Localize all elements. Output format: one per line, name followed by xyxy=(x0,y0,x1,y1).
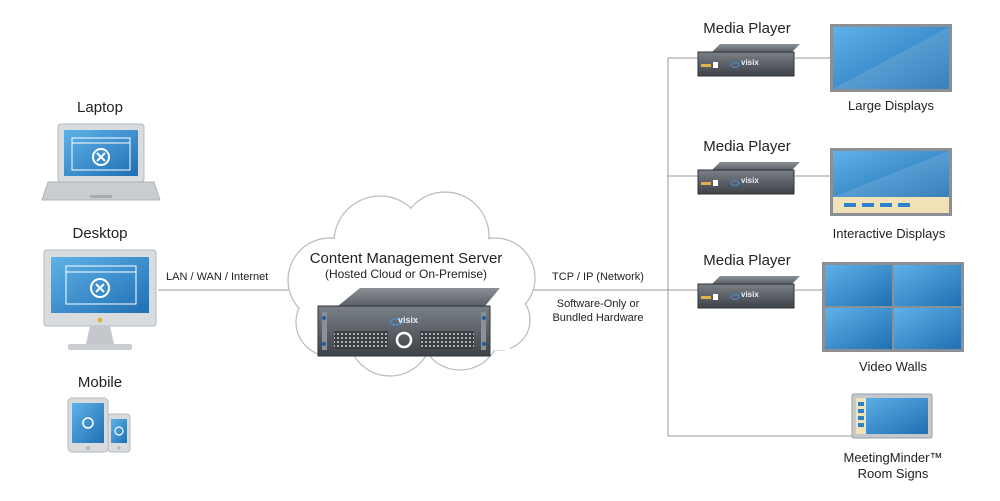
large-displays-label: Large Displays xyxy=(848,98,934,113)
video-wall-icon xyxy=(822,262,964,352)
room-sign-icon xyxy=(851,393,933,439)
media-player-3-label: Media Player xyxy=(703,252,791,269)
media-player-2-label: Media Player xyxy=(703,138,791,155)
bundled-hardware-label: Bundled Hardware xyxy=(552,312,644,324)
desktop-icon xyxy=(43,249,157,350)
mobile-devices-icon xyxy=(67,397,131,453)
laptop-icon xyxy=(41,123,161,201)
tcp-ip-label: TCP / IP (Network) xyxy=(552,271,644,283)
media-player-1-brand: visix xyxy=(741,58,759,67)
server-title: Content Management Server xyxy=(309,250,503,267)
media-player-1 xyxy=(697,44,800,77)
video-walls-label: Video Walls xyxy=(859,359,927,374)
connection-lines xyxy=(158,57,852,437)
media-player-2 xyxy=(697,162,800,195)
room-signs-label: Room Signs xyxy=(857,466,929,481)
meetingminder-label: MeetingMinder™ xyxy=(843,450,943,465)
lan-wan-label: LAN / WAN / Internet xyxy=(166,271,269,283)
large-display-icon xyxy=(830,24,952,92)
media-player-3 xyxy=(697,276,800,309)
media-player-2-brand: visix xyxy=(741,176,759,185)
server-brand-logo: visix xyxy=(398,315,419,325)
server-appliance xyxy=(317,288,500,357)
software-only-label: Software-Only or xyxy=(556,298,640,310)
server-subtitle: (Hosted Cloud or On-Premise) xyxy=(324,267,488,281)
interactive-displays-label: Interactive Displays xyxy=(832,226,946,241)
mobile-label: Mobile xyxy=(77,374,123,391)
interactive-display-icon xyxy=(830,148,952,216)
laptop-label: Laptop xyxy=(77,99,123,116)
media-player-1-label: Media Player xyxy=(703,20,791,37)
media-player-3-brand: visix xyxy=(741,290,759,299)
desktop-label: Desktop xyxy=(72,225,128,242)
